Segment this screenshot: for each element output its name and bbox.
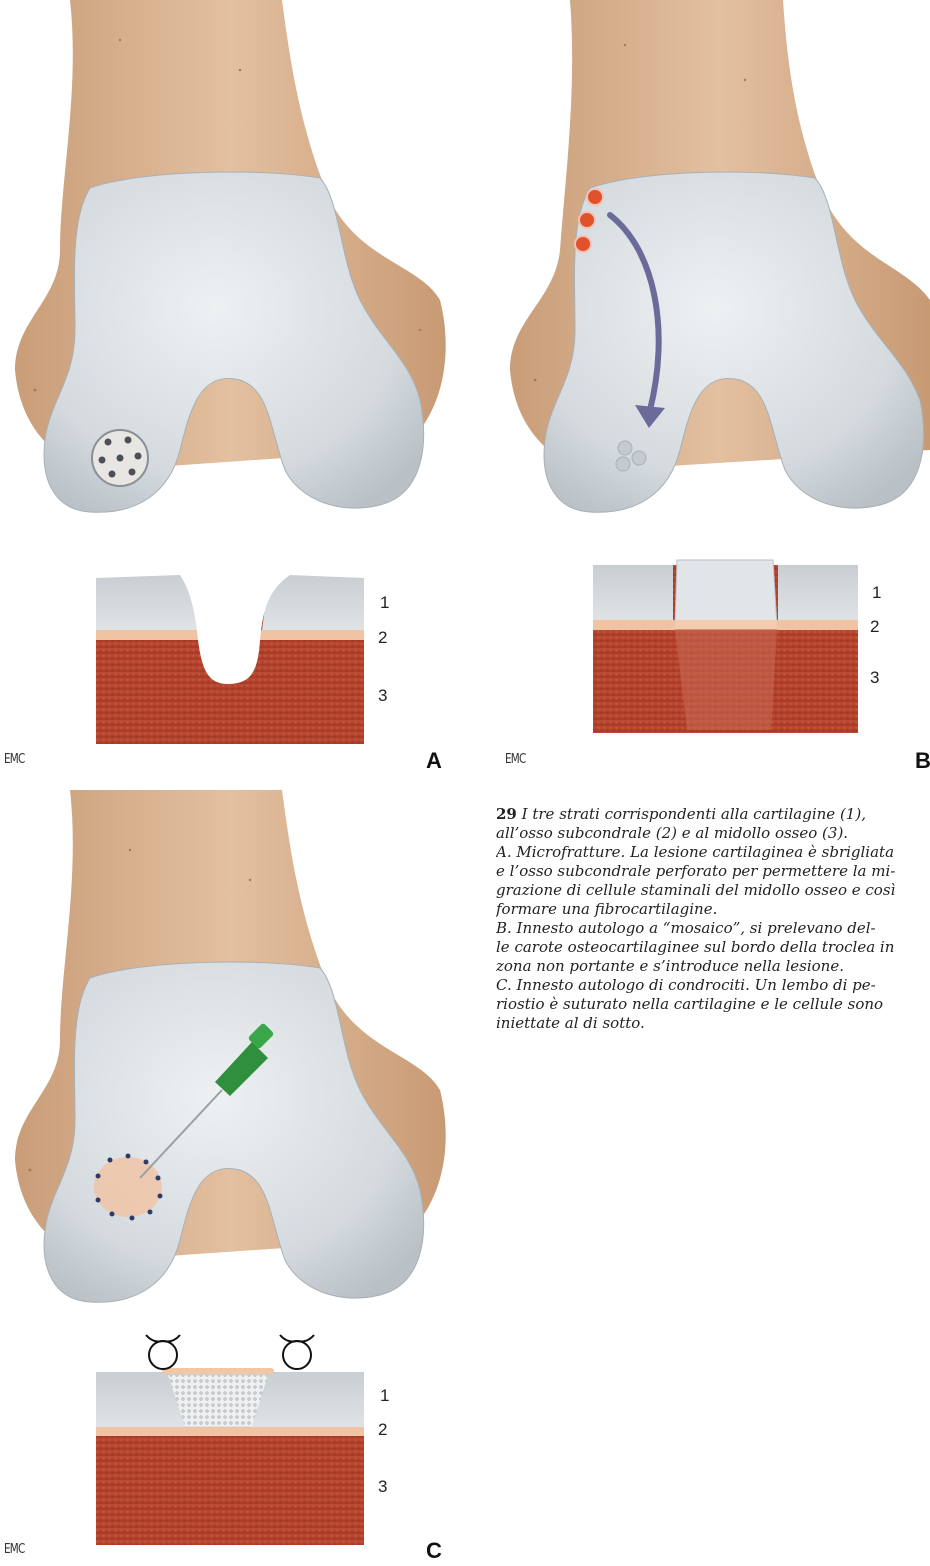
emc-logo: EMC (505, 752, 525, 767)
layer-label-2: 2 (378, 628, 387, 648)
cross-section-c-drawing (0, 790, 470, 1566)
layer-label-3: 3 (378, 686, 387, 706)
caption-line: 29 I tre strati corrispondenti alla cart… (496, 805, 930, 824)
subchondral-layer (96, 1426, 364, 1436)
layer-label-1: 1 (380, 593, 389, 613)
emc-logo: EMC (4, 1542, 24, 1557)
panel-label-a: A (426, 748, 442, 774)
caption-line: le carote osteocartilaginee sul bordo de… (496, 938, 930, 957)
periosteal-cover (162, 1368, 274, 1374)
implanted-cells (168, 1375, 268, 1426)
caption-line: C. Innesto autologo di condrociti. Un le… (496, 976, 930, 995)
layer-label-3: 3 (378, 1477, 387, 1497)
caption-line: grazione di cellule staminali del midoll… (496, 881, 930, 900)
caption-line: A. Microfratture. La lesione cartilagine… (496, 843, 930, 862)
caption-line: e l’osso subcondrale perforato per perme… (496, 862, 930, 881)
panel-a: 1 2 3 A EMC (0, 0, 465, 780)
panel-b: 1 2 3 B EMC (465, 0, 930, 780)
figure-caption: 29 I tre strati corrispondenti alla cart… (496, 805, 930, 1033)
layer-label-3: 3 (870, 668, 879, 688)
femur-illustration-microfracture (0, 0, 465, 780)
cross-section-b (593, 560, 858, 733)
caption-line: iniettate al di sotto. (496, 1014, 930, 1033)
caption-line: riostio è suturato nella cartilagine e l… (496, 995, 930, 1014)
layer-label-1: 1 (872, 583, 881, 603)
layer-label-1: 1 (380, 1386, 389, 1406)
cross-section-a (96, 575, 364, 744)
marrow-layer (96, 1435, 364, 1545)
panel-label-b: B (915, 748, 930, 774)
femur-illustration-mosaic (465, 0, 930, 780)
layer-label-2: 2 (870, 617, 879, 637)
figure-number: 29 (496, 805, 517, 823)
panel-label-c: C (426, 1538, 442, 1564)
panel-c: 1 2 3 C EMC (0, 790, 470, 1566)
suture-loops (146, 1335, 314, 1369)
caption-line: zona non portante e s’introduce nella le… (496, 957, 930, 976)
caption-line: B. Innesto autologo a “mosaico”, si prel… (496, 919, 930, 938)
emc-logo: EMC (4, 752, 24, 767)
layer-label-2: 2 (378, 1420, 387, 1440)
caption-line: all’osso subcondrale (2) e al midollo os… (496, 824, 930, 843)
caption-line: formare una fibrocartilagine. (496, 900, 930, 919)
